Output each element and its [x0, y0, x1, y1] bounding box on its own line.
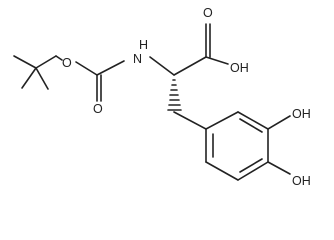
catechol-ring	[205, 111, 269, 181]
stereo-hash-bond	[167, 79, 182, 111]
acid-hydroxyl-label: OH	[230, 61, 249, 75]
ester-oxygen-label: O	[62, 56, 72, 70]
structure-diagram: O O N H O OH OH OH	[13, 6, 311, 188]
amine-nitrogen-label: N	[133, 52, 142, 66]
acid-carbonyl-oxygen-label: O	[203, 6, 213, 20]
tert-butyl-group	[13, 55, 57, 90]
boc-carbamate	[55, 55, 125, 102]
phenol-bonds	[267, 115, 291, 175]
phenol-hydroxyl-bottom-label: OH	[292, 174, 311, 188]
amino-acid-backbone	[149, 23, 229, 76]
amine-hydrogen-label: H	[139, 38, 148, 52]
phenol-hydroxyl-top-label: OH	[292, 107, 311, 121]
methylene-bond	[173, 111, 207, 130]
carbamate-carbonyl-oxygen-label: O	[93, 102, 103, 116]
